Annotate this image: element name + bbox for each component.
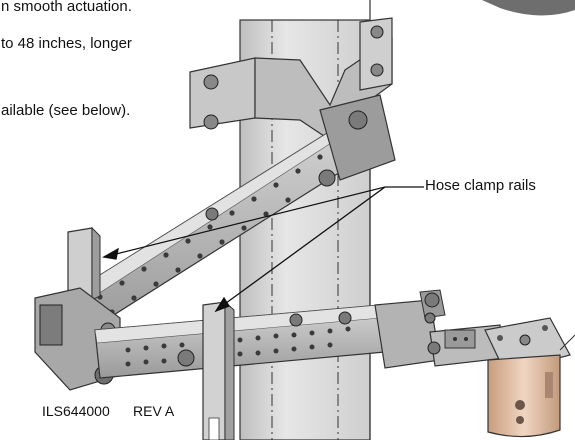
body-text-line-2: to 48 inches, longer <box>1 35 132 52</box>
body-text-line-1: n smooth actuation. <box>1 0 132 15</box>
elbow-links <box>374 289 506 369</box>
upper-arm <box>59 94 396 331</box>
swivel-head <box>484 317 575 438</box>
lower-arm <box>94 304 386 379</box>
revision-label: REV A <box>133 403 175 419</box>
middle-hose-clamp-rail <box>202 300 235 440</box>
body-text-line-3: ailable (see below). <box>1 102 131 119</box>
callout-leaders <box>102 186 424 313</box>
corner-fragment <box>482 0 575 16</box>
hose-clamp-rails-label: Hose clamp rails <box>425 177 536 194</box>
drawing-number: ILS644000 <box>42 403 110 419</box>
left-hose-clamp-rail <box>67 226 101 305</box>
top-bracket <box>189 17 393 141</box>
